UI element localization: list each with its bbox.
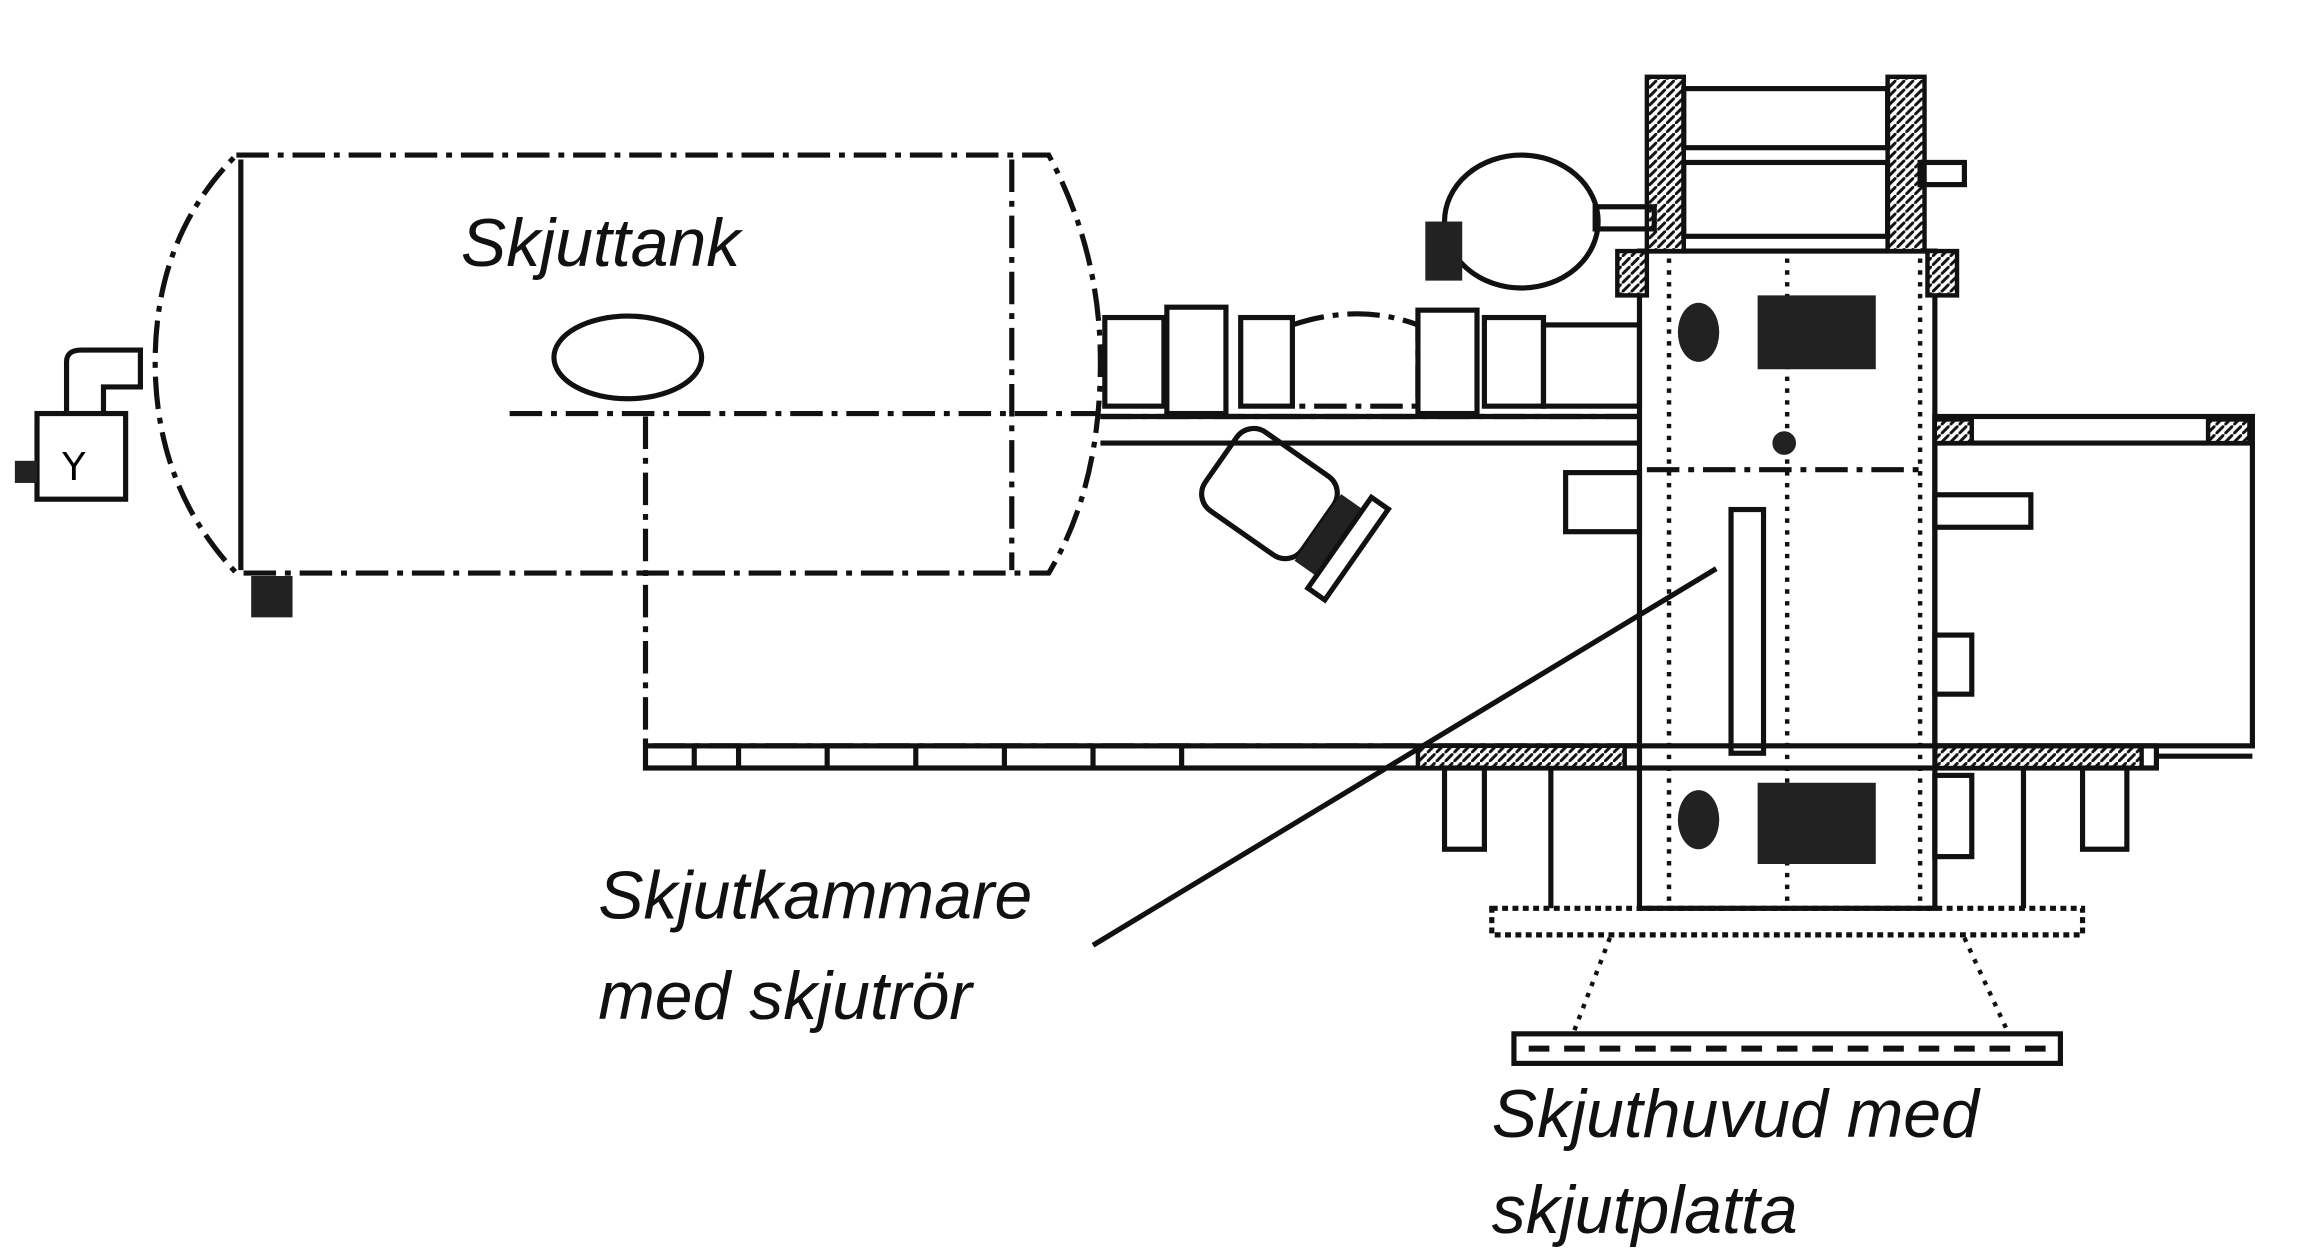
top-stack [1592, 74, 1967, 298]
manhole [551, 313, 705, 402]
label-head-line1: Skjuthuvud med [1492, 1077, 1981, 1152]
shooting-plate [1511, 936, 2063, 1066]
inlet-valve: Y [14, 347, 143, 502]
support-foot [2079, 765, 2130, 852]
label-head-line2: skjutplatta [1492, 1173, 1798, 1248]
lower-duct [642, 413, 2159, 771]
bottom-flange [1489, 905, 2086, 938]
leader-line [1091, 566, 1718, 948]
right-duct [1932, 413, 2255, 759]
label-tank: Skjuttank [461, 206, 743, 281]
label-chamber-line2: med skjutrör [598, 959, 974, 1034]
label-chamber-line1: Skjutkammare [598, 859, 1032, 934]
cylinder [1199, 425, 1392, 604]
shooting-chamber [1563, 248, 2034, 911]
svg-text:Y: Y [61, 445, 86, 490]
tank [152, 152, 1103, 618]
connecting-pipe [1100, 152, 1643, 446]
support-foot [1441, 765, 1487, 852]
